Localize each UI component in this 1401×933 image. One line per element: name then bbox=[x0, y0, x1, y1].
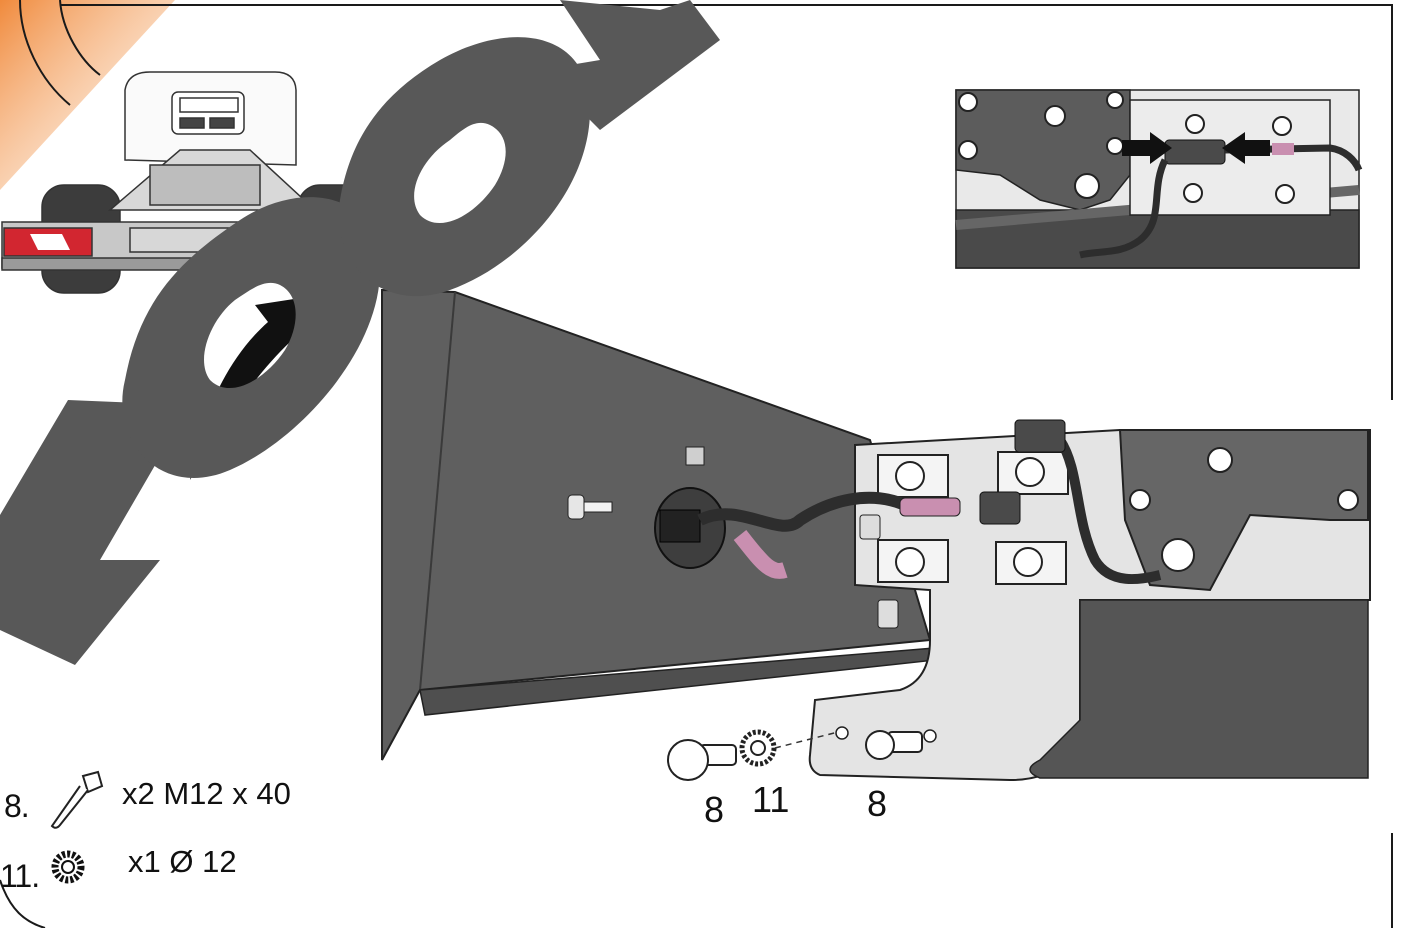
push-arrow-left bbox=[1122, 132, 1172, 164]
exploded-fasteners bbox=[667, 726, 937, 781]
callout-11: 11 bbox=[752, 779, 790, 820]
bolt-8-right bbox=[865, 729, 937, 760]
legend-number-11: 11. bbox=[0, 858, 40, 894]
corner-arc-inner bbox=[59, 0, 101, 76]
legend-desc-8: x2 M12 x 40 bbox=[122, 776, 291, 811]
bolt-8-left bbox=[667, 739, 737, 781]
bumper-arm-detail bbox=[381, 288, 1371, 782]
push-arrow-right bbox=[1222, 132, 1270, 164]
serrated-washer-icon bbox=[51, 850, 85, 884]
wiring-harness bbox=[697, 491, 961, 532]
callout-8-right: 8 bbox=[867, 783, 888, 824]
page-frame bbox=[0, 4, 1393, 929]
corner-accent bbox=[0, 0, 175, 190]
callout-8-left: 8 bbox=[704, 789, 725, 830]
direction-arrow bbox=[190, 295, 320, 480]
legend-number-8: 8. bbox=[4, 788, 30, 824]
washer-11 bbox=[739, 729, 777, 767]
legend-desc-11: x1 Ø 12 bbox=[128, 844, 237, 879]
bolt-icon bbox=[50, 770, 104, 829]
corner-arc-outer bbox=[19, 0, 71, 106]
connector-inset bbox=[955, 89, 1363, 269]
stud-bolt bbox=[567, 494, 613, 520]
watermark-letters bbox=[0, 0, 720, 665]
